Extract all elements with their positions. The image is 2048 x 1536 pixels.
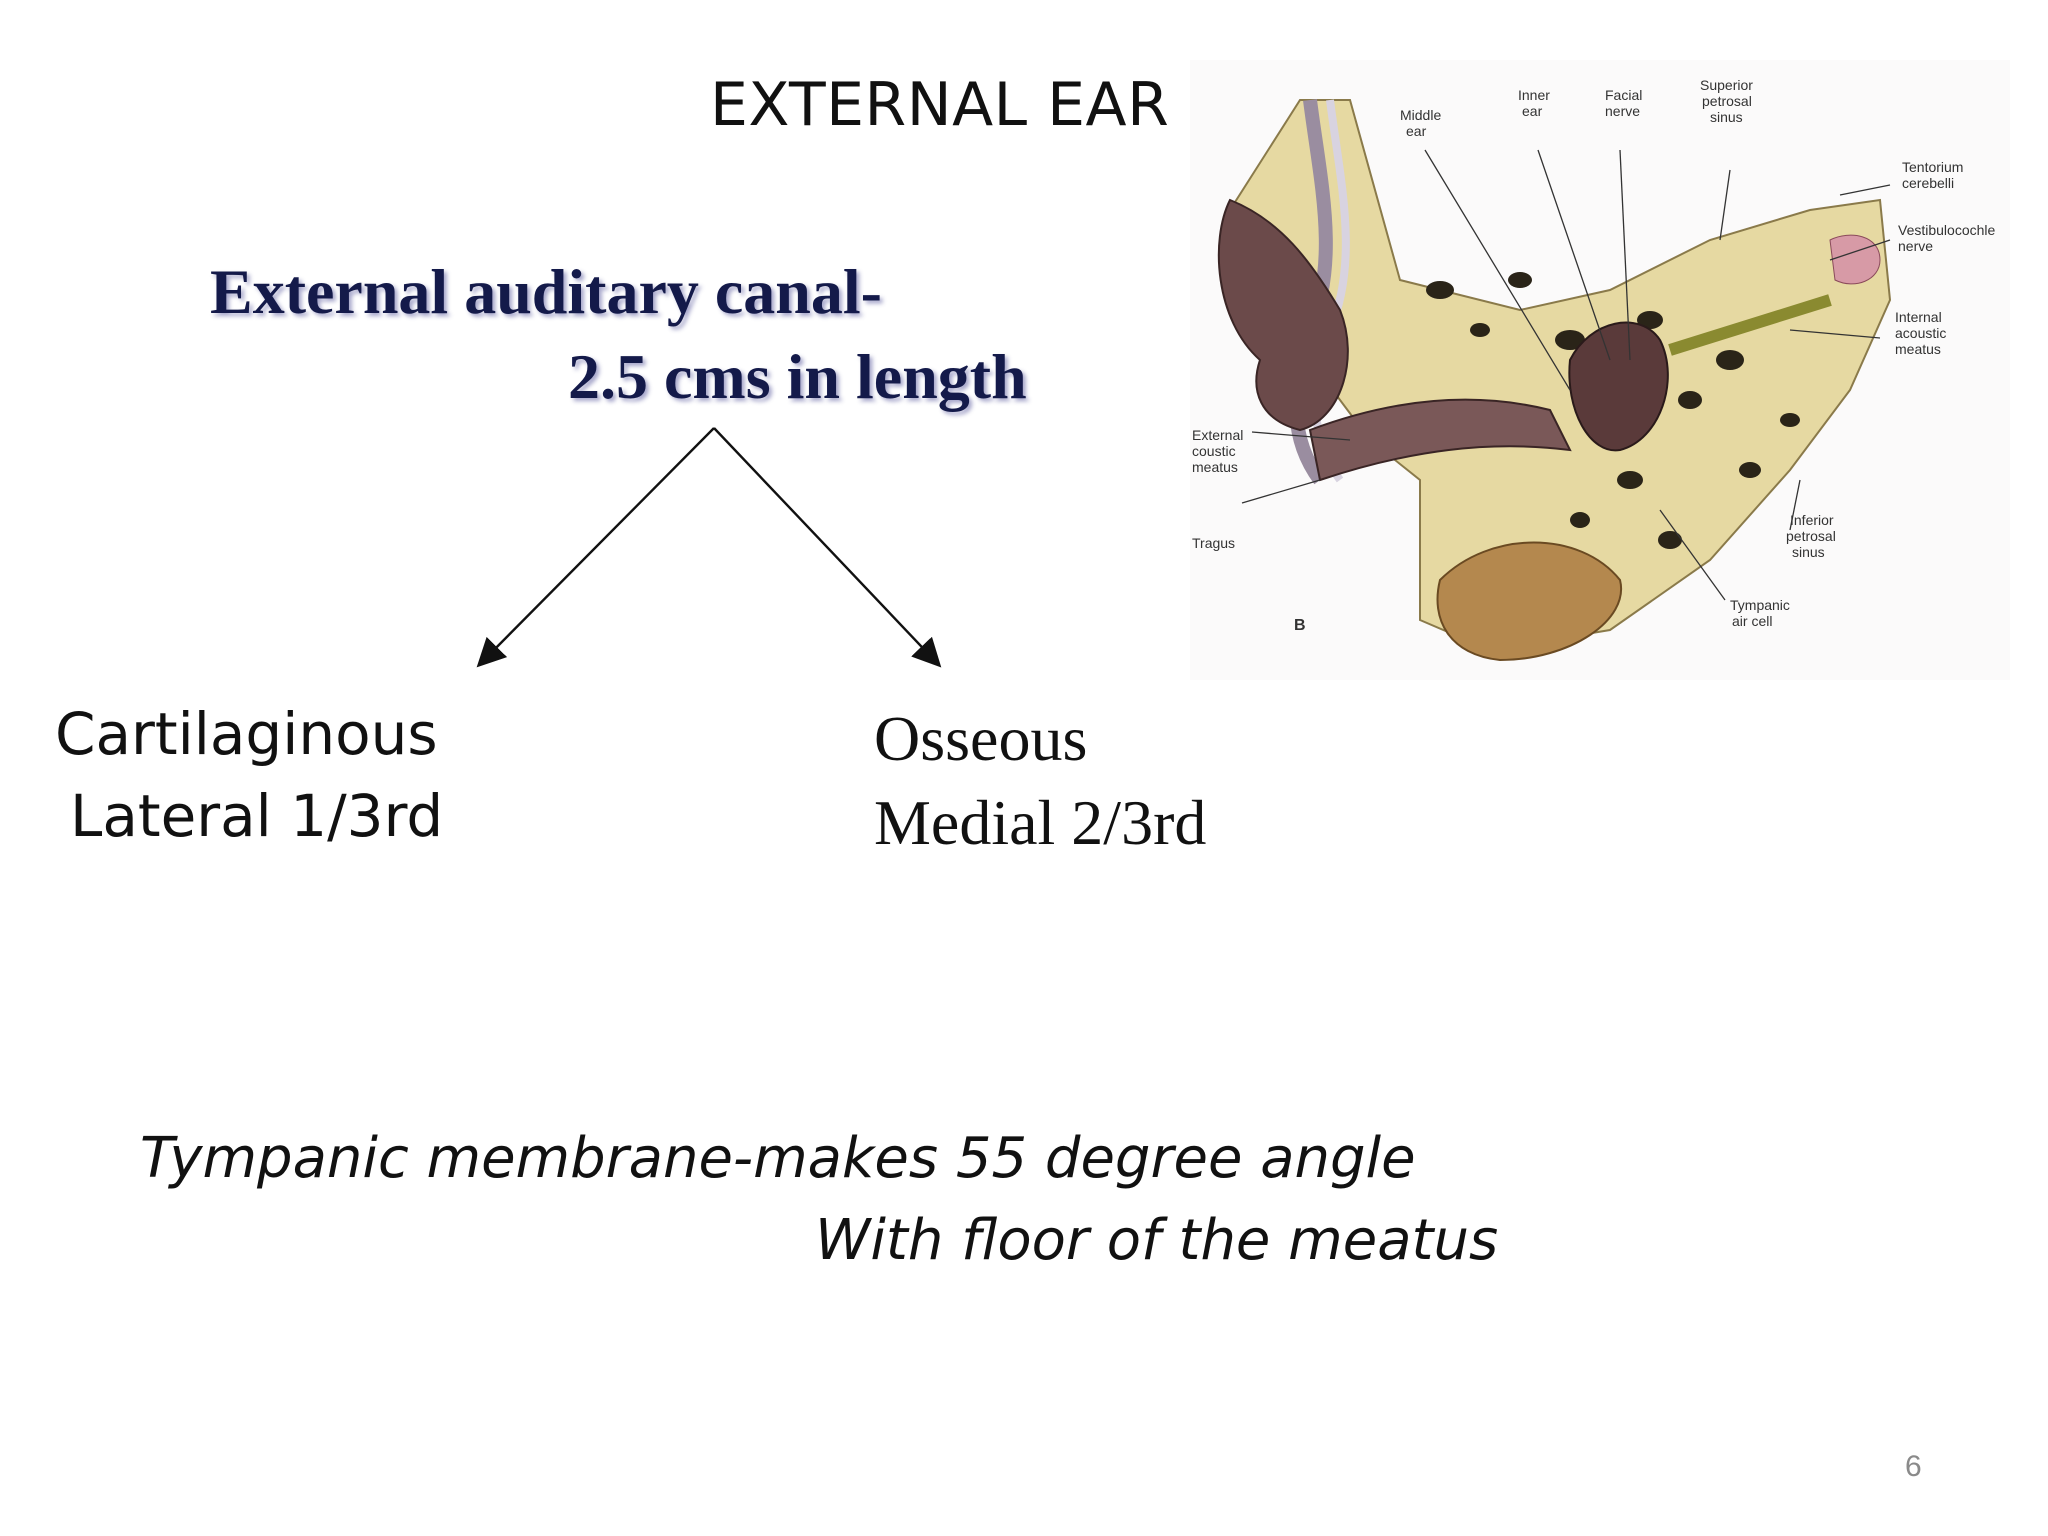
osseous-extent: Medial 2/3rd bbox=[874, 787, 1207, 858]
slide-title: EXTERNAL EAR bbox=[710, 70, 1170, 140]
canal-heading-line2: 2.5 cms in length bbox=[568, 341, 1027, 412]
middle-ear-cavity bbox=[1568, 321, 1669, 452]
arrow-to-cartilaginous bbox=[476, 427, 715, 668]
label-tentorium-cerebelli: Tentorium cerebelli bbox=[1902, 159, 1967, 191]
tympanic-angle-line1: Tympanic membrane-makes 55 degree angle bbox=[140, 1126, 1416, 1191]
label-tympanic-air-cell: Tympanic air cell bbox=[1730, 597, 1794, 629]
sinus bbox=[1829, 234, 1881, 285]
osseous-label: Osseous bbox=[874, 703, 1088, 774]
ear-anatomy-illustration: Middle ear Inner ear Facial nerve Superi… bbox=[1190, 60, 2010, 680]
label-inner-ear: Inner ear bbox=[1518, 87, 1554, 119]
tympanic-angle-line2: With floor of the meatus bbox=[815, 1208, 1499, 1273]
cartilaginous-label: Cartilaginous bbox=[55, 700, 438, 768]
canal-heading-line1: External auditary canal- bbox=[210, 256, 882, 327]
page-number: 6 bbox=[1905, 1450, 1922, 1483]
mastoid-air-cells bbox=[1426, 272, 1800, 549]
label-inferior-petrosal-sinus: Inferior petrosal sinus bbox=[1786, 512, 1840, 560]
cerebellum bbox=[1436, 541, 1623, 662]
label-superior-petrosal-sinus: Superior petrosal sinus bbox=[1700, 77, 1757, 125]
arrow-to-osseous bbox=[713, 427, 942, 668]
cartilaginous-extent: Lateral 1/3rd bbox=[70, 782, 444, 850]
vestibulocochlear-nerve bbox=[1668, 294, 1832, 356]
label-external-acoustic-meatus: External coustic meatus bbox=[1192, 427, 1247, 475]
leader-lines bbox=[1241, 149, 1891, 601]
label-internal-acoustic-meatus: Internal acoustic meatus bbox=[1895, 309, 1950, 357]
external-canal bbox=[1308, 398, 1572, 482]
label-tragus: Tragus bbox=[1192, 535, 1235, 551]
label-facial-nerve: Facial nerve bbox=[1605, 87, 1646, 119]
label-vestibulocochlear-nerve: Vestibulocochle nerve bbox=[1898, 222, 1999, 254]
auricle bbox=[1217, 198, 1349, 432]
panel-letter: B bbox=[1294, 617, 1306, 634]
label-middle-ear: Middle ear bbox=[1400, 107, 1445, 139]
